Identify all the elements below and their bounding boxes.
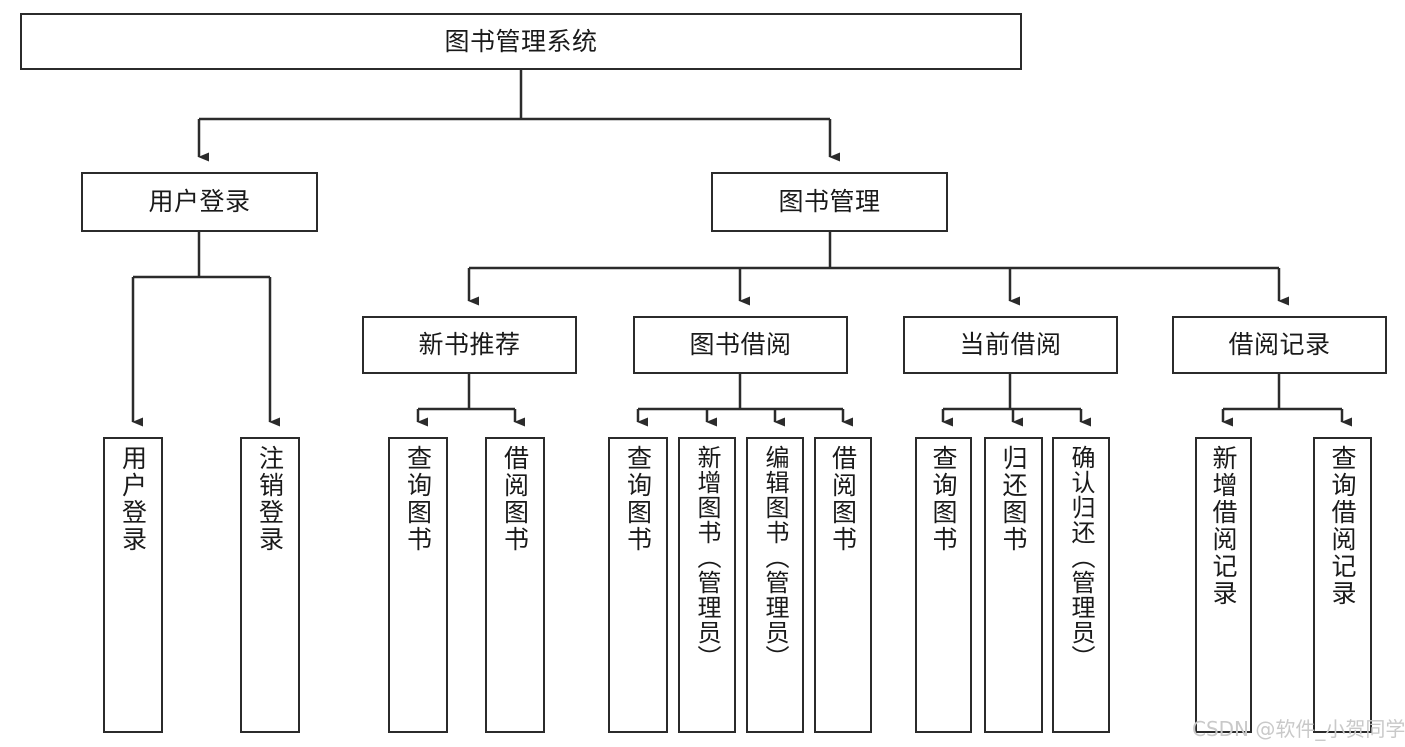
node-root-book-management-system[interactable]: 图书管理系统 (20, 13, 1022, 70)
leaf-borrow-books[interactable]: 借阅图书 (814, 437, 872, 733)
node-label: 新增借阅记录 (1209, 445, 1238, 607)
node-label: 图书借阅 (689, 330, 792, 360)
node-label: 查询借阅记录 (1328, 445, 1357, 607)
node-label: 借阅记录 (1228, 330, 1331, 360)
node-label: 确认归还（管理员） (1067, 445, 1095, 670)
node-label: 查询图书 (403, 445, 433, 553)
node-label: 查询图书 (929, 445, 958, 553)
node-new-book-recommend[interactable]: 新书推荐 (362, 316, 577, 374)
leaf-return-books[interactable]: 归还图书 (984, 437, 1043, 733)
csdn-watermark: CSDN @软件_小贺同学 (1192, 717, 1405, 741)
leaf-edit-book-admin[interactable]: 编辑图书（管理员） (746, 437, 804, 733)
leaf-query-books-newbook[interactable]: 查询图书 (388, 437, 448, 733)
node-label: 图书管理系统 (444, 26, 598, 56)
leaf-user-login[interactable]: 用户登录 (103, 437, 163, 733)
leaf-confirm-return-admin[interactable]: 确认归还（管理员） (1052, 437, 1110, 733)
node-label: 注销登录 (255, 445, 285, 553)
leaf-query-books-current[interactable]: 查询图书 (915, 437, 972, 733)
node-label: 新书推荐 (418, 330, 521, 360)
node-borrow-records[interactable]: 借阅记录 (1172, 316, 1387, 374)
node-book-borrow[interactable]: 图书借阅 (633, 316, 848, 374)
leaf-borrow-books-newbook[interactable]: 借阅图书 (485, 437, 545, 733)
leaf-logout[interactable]: 注销登录 (240, 437, 300, 733)
node-user-login[interactable]: 用户登录 (81, 172, 318, 232)
leaf-query-borrow-record[interactable]: 查询借阅记录 (1313, 437, 1372, 733)
leaf-add-borrow-record[interactable]: 新增借阅记录 (1195, 437, 1252, 733)
leaf-query-books-borrow[interactable]: 查询图书 (608, 437, 668, 733)
node-label: 用户登录 (118, 445, 148, 553)
node-label: 归还图书 (999, 445, 1028, 553)
node-label: 查询图书 (623, 445, 653, 553)
leaf-add-book-admin[interactable]: 新增图书（管理员） (678, 437, 736, 733)
node-label: 用户登录 (148, 187, 251, 217)
node-label: 图书管理 (778, 187, 881, 217)
node-label: 借阅图书 (828, 445, 858, 553)
node-label: 借阅图书 (500, 445, 530, 553)
node-label: 当前借阅 (959, 330, 1062, 360)
node-label: 新增图书（管理员） (693, 445, 721, 670)
node-label: 编辑图书（管理员） (761, 445, 789, 670)
node-current-borrow[interactable]: 当前借阅 (903, 316, 1118, 374)
node-book-management[interactable]: 图书管理 (711, 172, 948, 232)
